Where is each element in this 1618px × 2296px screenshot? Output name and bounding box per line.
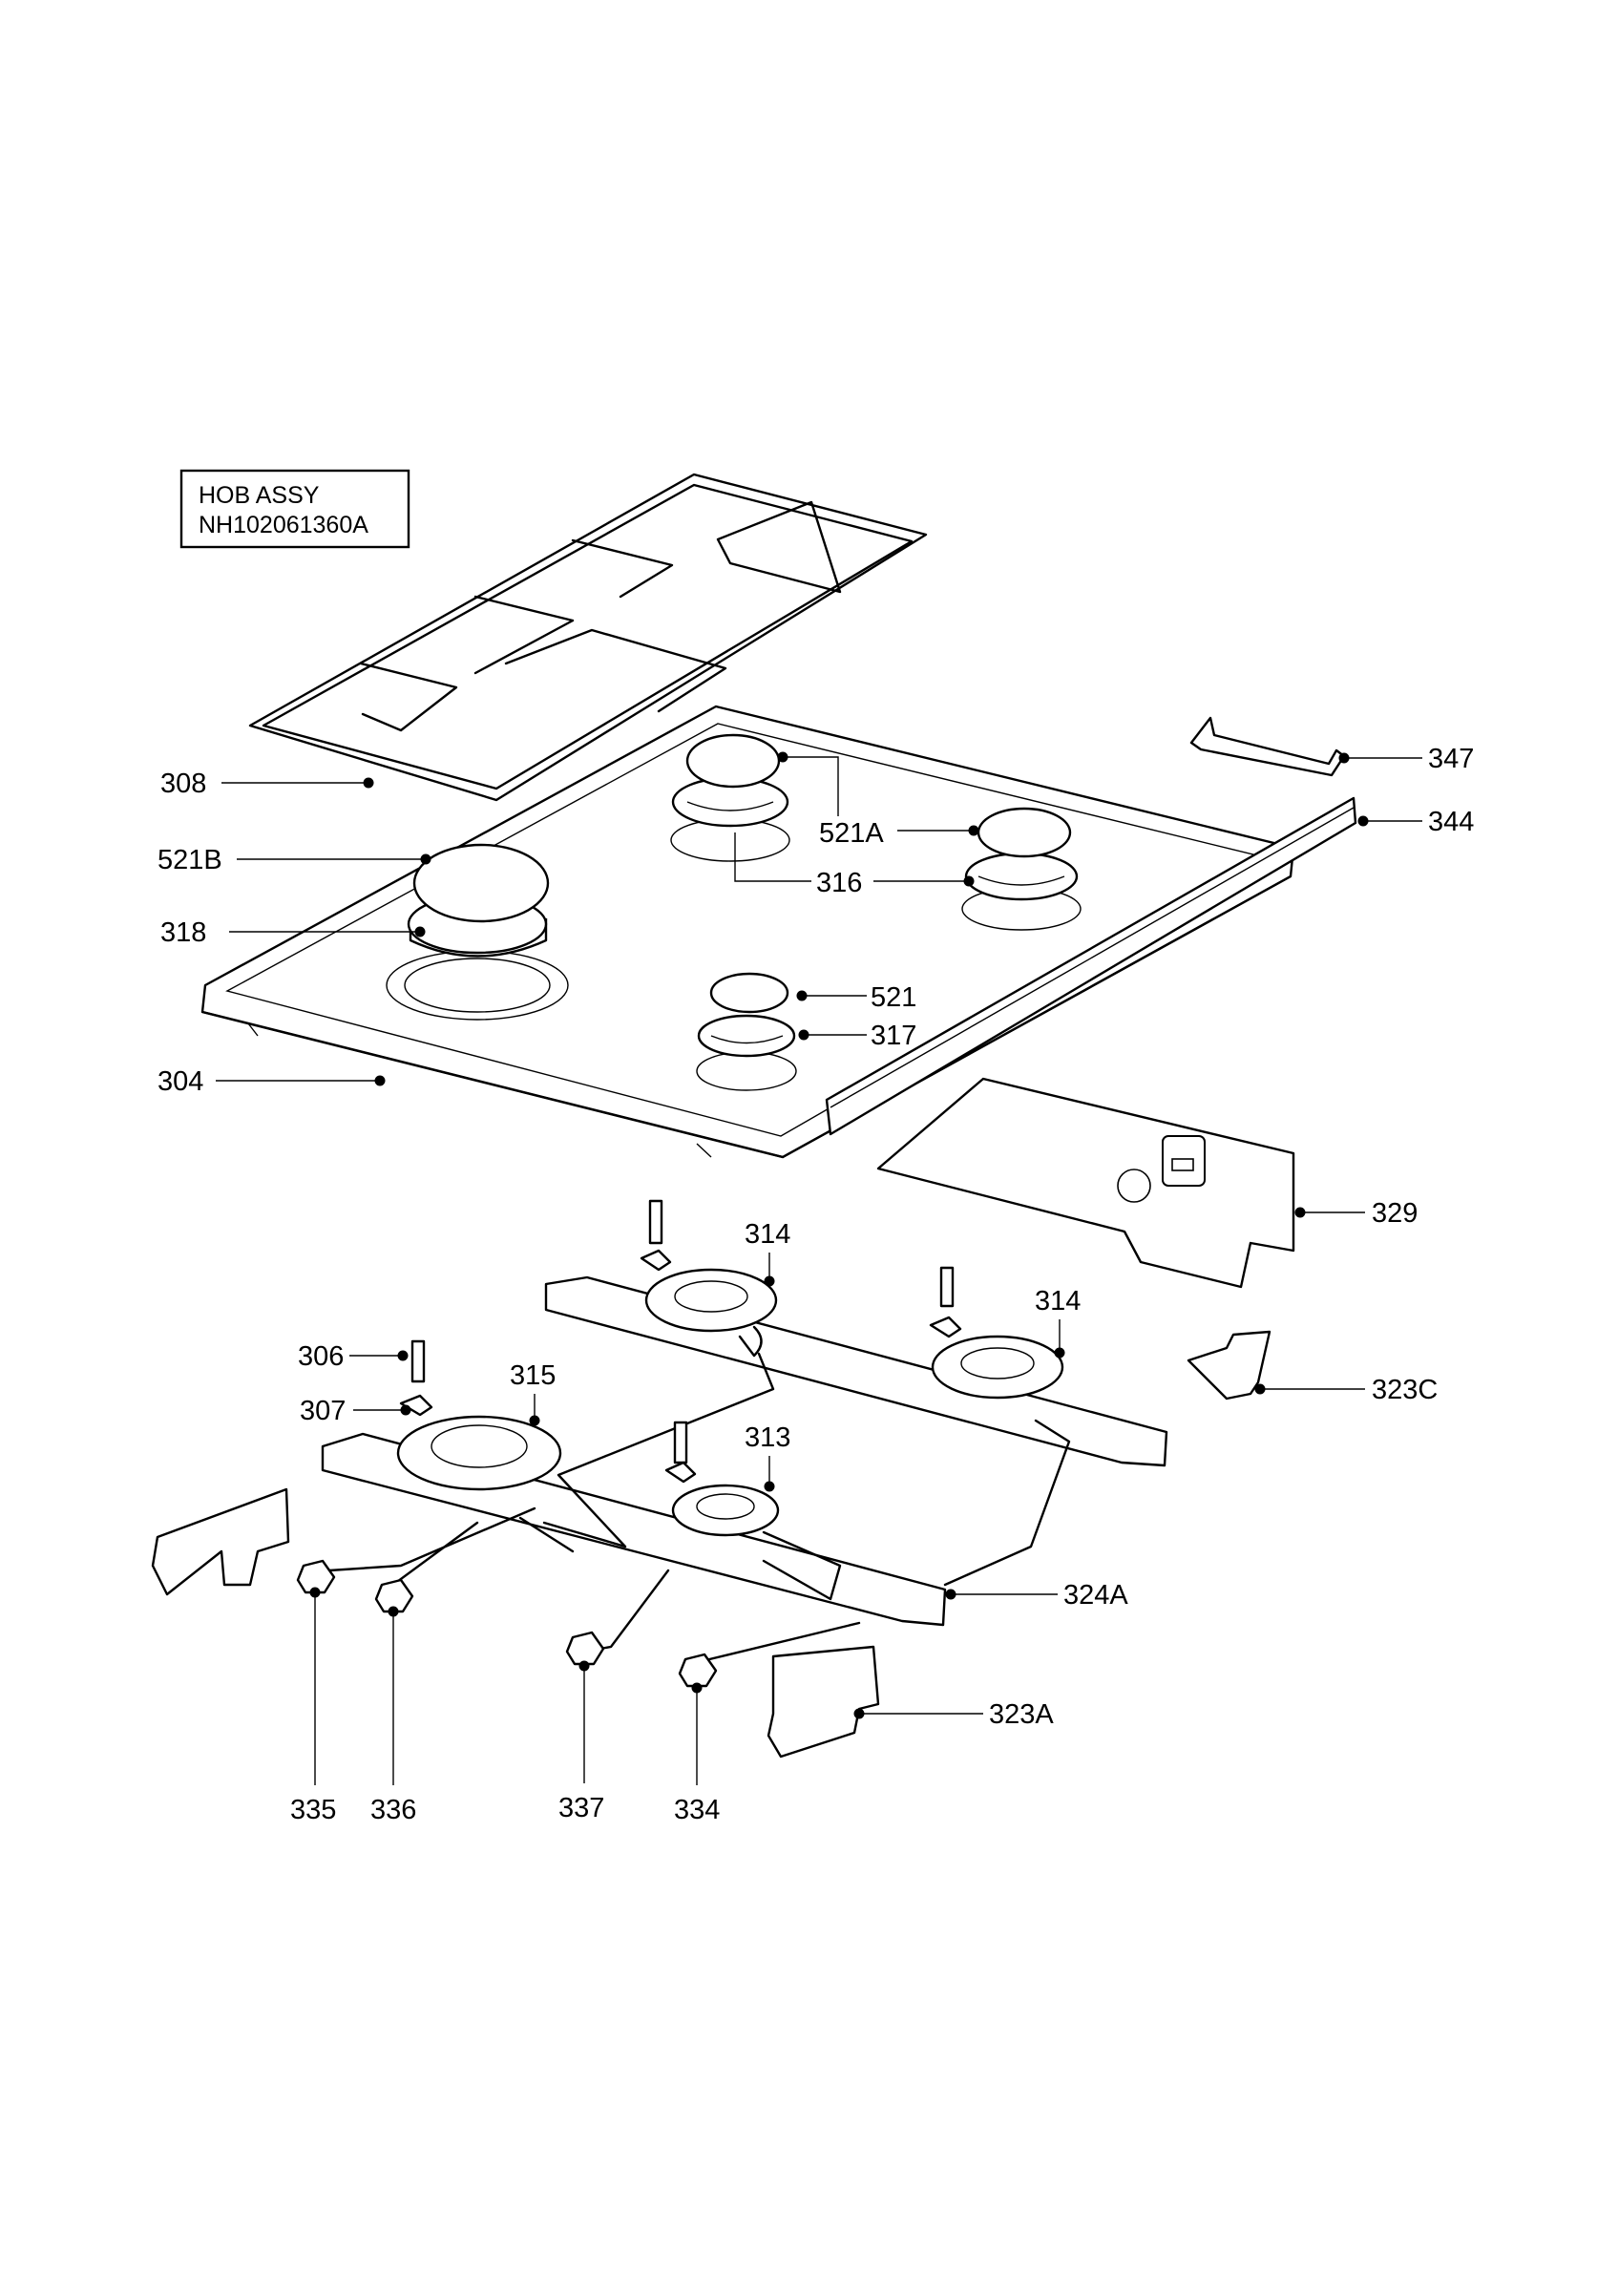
back-panel-329 — [876, 1077, 1295, 1289]
callout-307: 307 — [300, 1396, 346, 1426]
burner-right-316 — [961, 807, 1082, 931]
lower-burner-315 — [396, 1415, 562, 1491]
callout-308: 308 — [160, 769, 206, 799]
lower-burner-314b — [931, 1335, 1064, 1400]
callout-316: 316 — [816, 868, 862, 898]
callout-315: 315 — [510, 1360, 556, 1391]
callout-labels: 308 521B 318 304 521A 316 521 317 347 34… — [158, 744, 1474, 1825]
bracket-323A — [767, 1645, 880, 1759]
callout-304: 304 — [158, 1066, 203, 1097]
title-line-1: HOB ASSY — [199, 482, 320, 509]
callout-344: 344 — [1428, 807, 1474, 837]
bracket-347 — [1189, 716, 1346, 777]
callout-521A-top: 521A — [819, 818, 884, 849]
callout-337: 337 — [558, 1793, 604, 1823]
callout-334: 334 — [674, 1795, 720, 1825]
callout-314-b: 314 — [1035, 1286, 1081, 1317]
electrodes — [399, 1199, 962, 1484]
callout-347: 347 — [1428, 744, 1474, 774]
bracket-323C — [1187, 1330, 1271, 1401]
leader-lines — [216, 751, 1422, 1785]
callout-317: 317 — [871, 1021, 916, 1051]
callout-306: 306 — [298, 1341, 344, 1372]
pan-support-308 — [248, 473, 928, 802]
burner-large-318 — [386, 843, 569, 1021]
burner-small-317 — [696, 972, 797, 1091]
callout-313: 313 — [745, 1422, 790, 1453]
callout-521B: 521B — [158, 845, 222, 875]
rear-strip-344 — [825, 796, 1357, 1136]
callout-336: 336 — [370, 1795, 416, 1825]
callout-323C: 323C — [1372, 1375, 1438, 1405]
burner-top-316 — [670, 733, 790, 862]
callout-329: 329 — [1372, 1198, 1418, 1229]
lower-burner-314a — [644, 1268, 778, 1358]
bracket-left — [151, 1487, 290, 1596]
callout-314-a: 314 — [745, 1219, 790, 1250]
callout-324A: 324A — [1063, 1580, 1128, 1611]
callout-318: 318 — [160, 917, 206, 948]
callout-521: 521 — [871, 982, 916, 1013]
lower-burner-313 — [671, 1484, 780, 1537]
gas-taps — [296, 1559, 718, 1688]
gas-pipes — [327, 1352, 1071, 1663]
title-box: HOB ASSY NH102061360A — [179, 469, 410, 549]
callout-323A: 323A — [989, 1699, 1054, 1730]
callout-335: 335 — [290, 1795, 336, 1825]
title-line-2: NH102061360A — [199, 512, 368, 538]
